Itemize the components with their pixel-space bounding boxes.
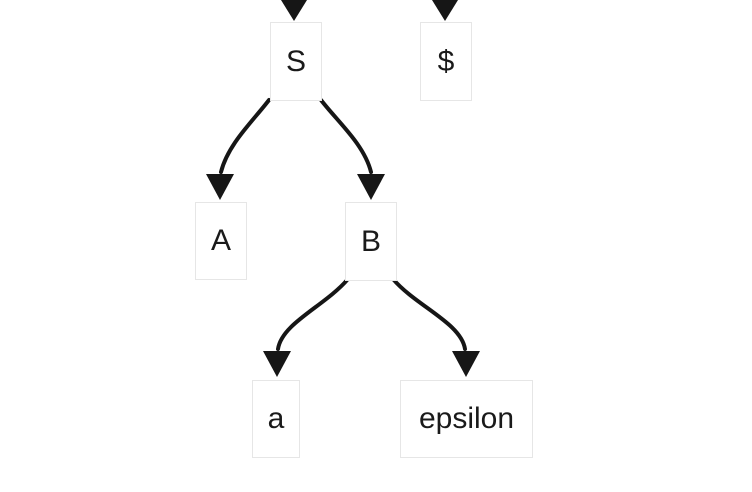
edge-s-to-b-arrowhead-icon [357,174,385,200]
edge-s-to-b [319,98,373,174]
edge-b-to-a [276,277,350,351]
edge-b-to-a-arrowhead-icon [263,351,291,377]
tree-node-S-label: S [285,44,306,78]
tree-node-epsilon-label: epsilon [418,402,515,435]
tree-node-dollar-label: $ [437,44,455,78]
edge-top-to-s-arrowhead-icon [281,0,307,21]
tree-node-B: B [345,202,397,281]
tree-node-S: S [270,22,322,101]
edge-s-to-a-arrowhead-icon [206,174,234,200]
tree-node-epsilon: epsilon [400,380,533,458]
edge-s-to-a [219,98,271,174]
tree-node-a: a [252,380,300,458]
tree-node-B-label: B [360,224,381,258]
tree-node-A: A [195,202,247,280]
tree-node-dollar: $ [420,22,472,101]
edge-top-to-dollar-arrowhead-icon [432,0,458,21]
edge-b-to-epsilon-arrowhead-icon [452,351,480,377]
edge-b-to-epsilon [391,277,467,351]
tree-node-a-label: a [267,402,285,435]
tree-node-A-label: A [210,224,231,257]
